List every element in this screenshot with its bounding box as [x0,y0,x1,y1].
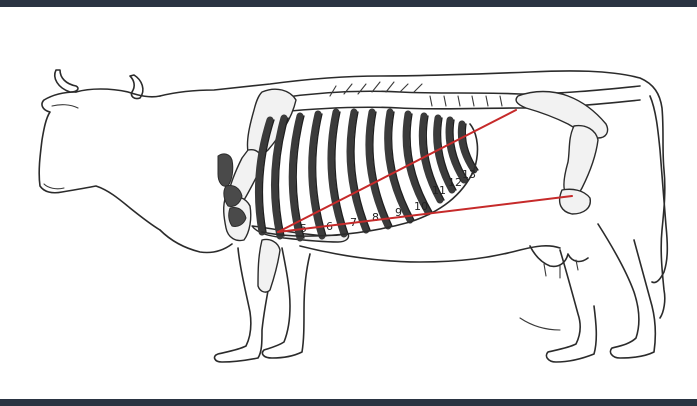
rib-cage [258,112,478,238]
rib-number-13: 13 [462,168,476,181]
rib-number-11: 11 [432,184,446,197]
cervical-vertebra-1 [218,154,233,186]
rib-shading [312,114,322,236]
vertebral-column [280,86,640,98]
bottom-border [0,399,697,406]
ear-line [52,105,78,108]
hindleg-near [598,224,655,358]
femur [564,126,598,196]
rib-number-12: 12 [448,176,462,189]
udder [530,246,588,266]
top-border [0,0,697,7]
poll-line [76,89,160,97]
hock-crease [520,318,560,330]
dorsal-spines [330,82,422,96]
belly-line [300,246,560,262]
teats [544,260,578,278]
horn-left [55,70,78,92]
muzzle-line [44,184,64,189]
rib-number-10: 10 [414,200,428,213]
dewlap [160,230,232,253]
rib-number-8: 8 [372,211,379,224]
radius [258,239,280,292]
stifle [560,189,591,214]
lumbar-processes [430,96,502,106]
head-outline [39,92,160,230]
